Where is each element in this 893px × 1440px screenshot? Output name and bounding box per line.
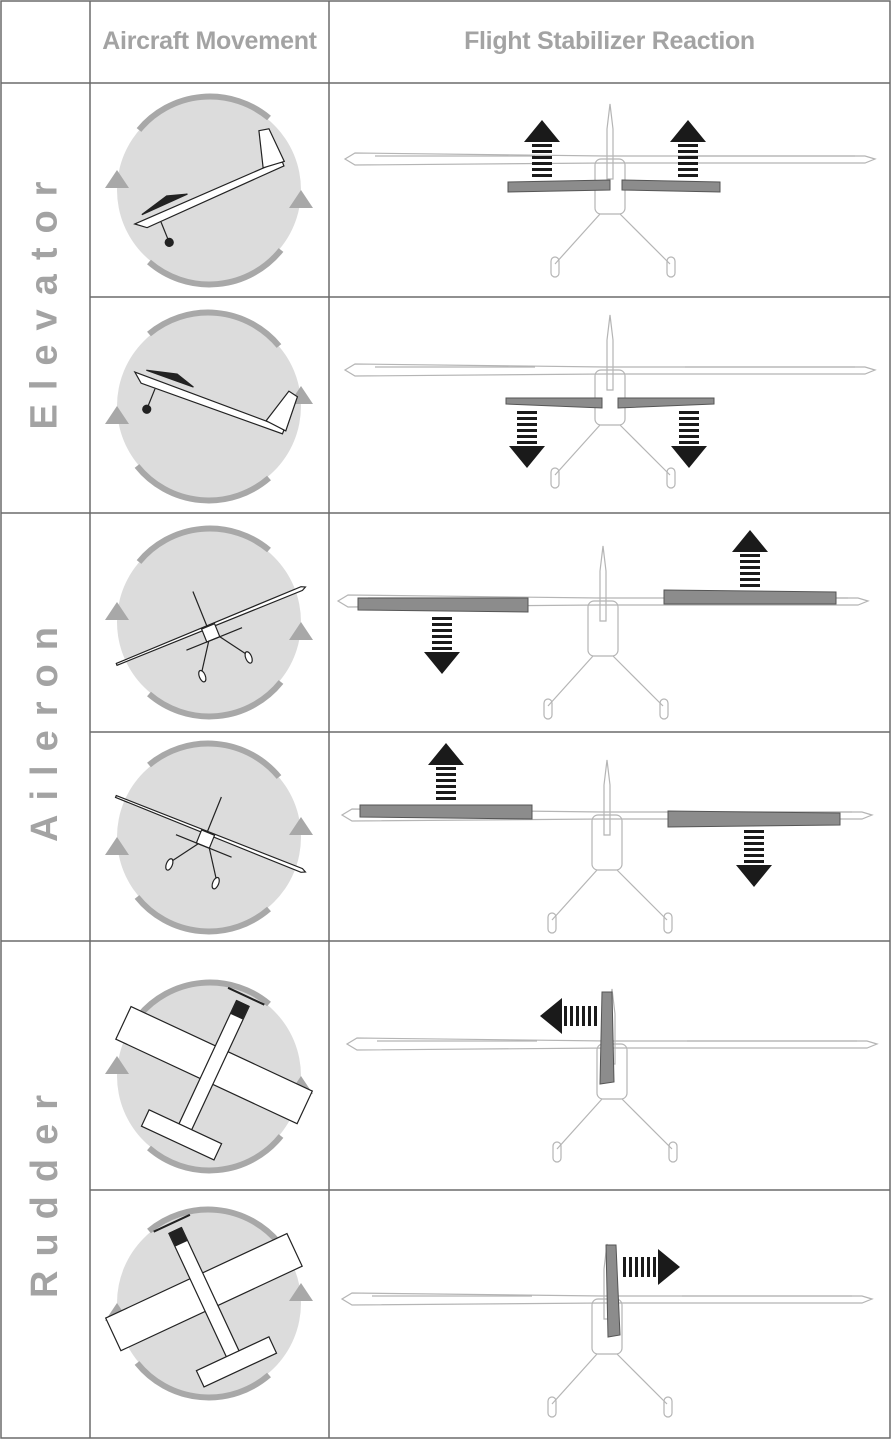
rudder-label: Rudder bbox=[23, 1081, 66, 1298]
right-elevator bbox=[621, 179, 721, 193]
rudder-reaction-left bbox=[330, 942, 889, 1189]
right-elevator bbox=[617, 397, 715, 409]
aileron-label: Aileron bbox=[23, 612, 66, 842]
rudder-surface bbox=[599, 991, 615, 1085]
rudder-movement-yaw-left bbox=[91, 1191, 328, 1437]
top-view-plane-icon bbox=[104, 1213, 303, 1388]
left-elevator bbox=[507, 179, 611, 193]
aileron-movement-roll-left bbox=[91, 733, 328, 940]
aileron-movement-roll-right bbox=[91, 514, 328, 731]
rudder-movement-yaw-right bbox=[91, 942, 328, 1189]
aileron-reaction-right-roll bbox=[330, 514, 889, 731]
aileron-reaction-left-roll bbox=[330, 733, 889, 940]
left-aileron bbox=[357, 597, 529, 613]
left-aileron bbox=[359, 804, 533, 820]
right-aileron bbox=[667, 810, 841, 828]
rudder-surface bbox=[605, 1244, 621, 1338]
side-view-plane-icon bbox=[133, 128, 286, 248]
rudder-reaction-right bbox=[330, 1191, 889, 1437]
group-label-aileron: Aileron bbox=[0, 513, 90, 941]
left-elevator bbox=[505, 397, 603, 409]
right-aileron bbox=[663, 589, 837, 605]
front-view-plane-icon bbox=[114, 794, 307, 890]
elevator-movement-pitch-down bbox=[91, 298, 328, 512]
header-flight-stabilizer-reaction: Flight Stabilizer Reaction bbox=[464, 27, 755, 55]
elevator-reaction-up bbox=[330, 84, 889, 296]
front-view-plane-icon bbox=[115, 586, 307, 683]
group-label-rudder: Rudder bbox=[0, 941, 90, 1438]
elevator-reaction-down bbox=[330, 298, 889, 512]
group-label-elevator: Elevator bbox=[0, 83, 90, 513]
elevator-label: Elevator bbox=[23, 167, 66, 429]
elevator-movement-pitch-up bbox=[91, 84, 328, 296]
side-view-plane-icon bbox=[133, 369, 299, 435]
header-aircraft-movement: Aircraft Movement bbox=[102, 27, 317, 55]
header-corner bbox=[1, 0, 90, 83]
top-view-plane-icon bbox=[115, 986, 314, 1161]
